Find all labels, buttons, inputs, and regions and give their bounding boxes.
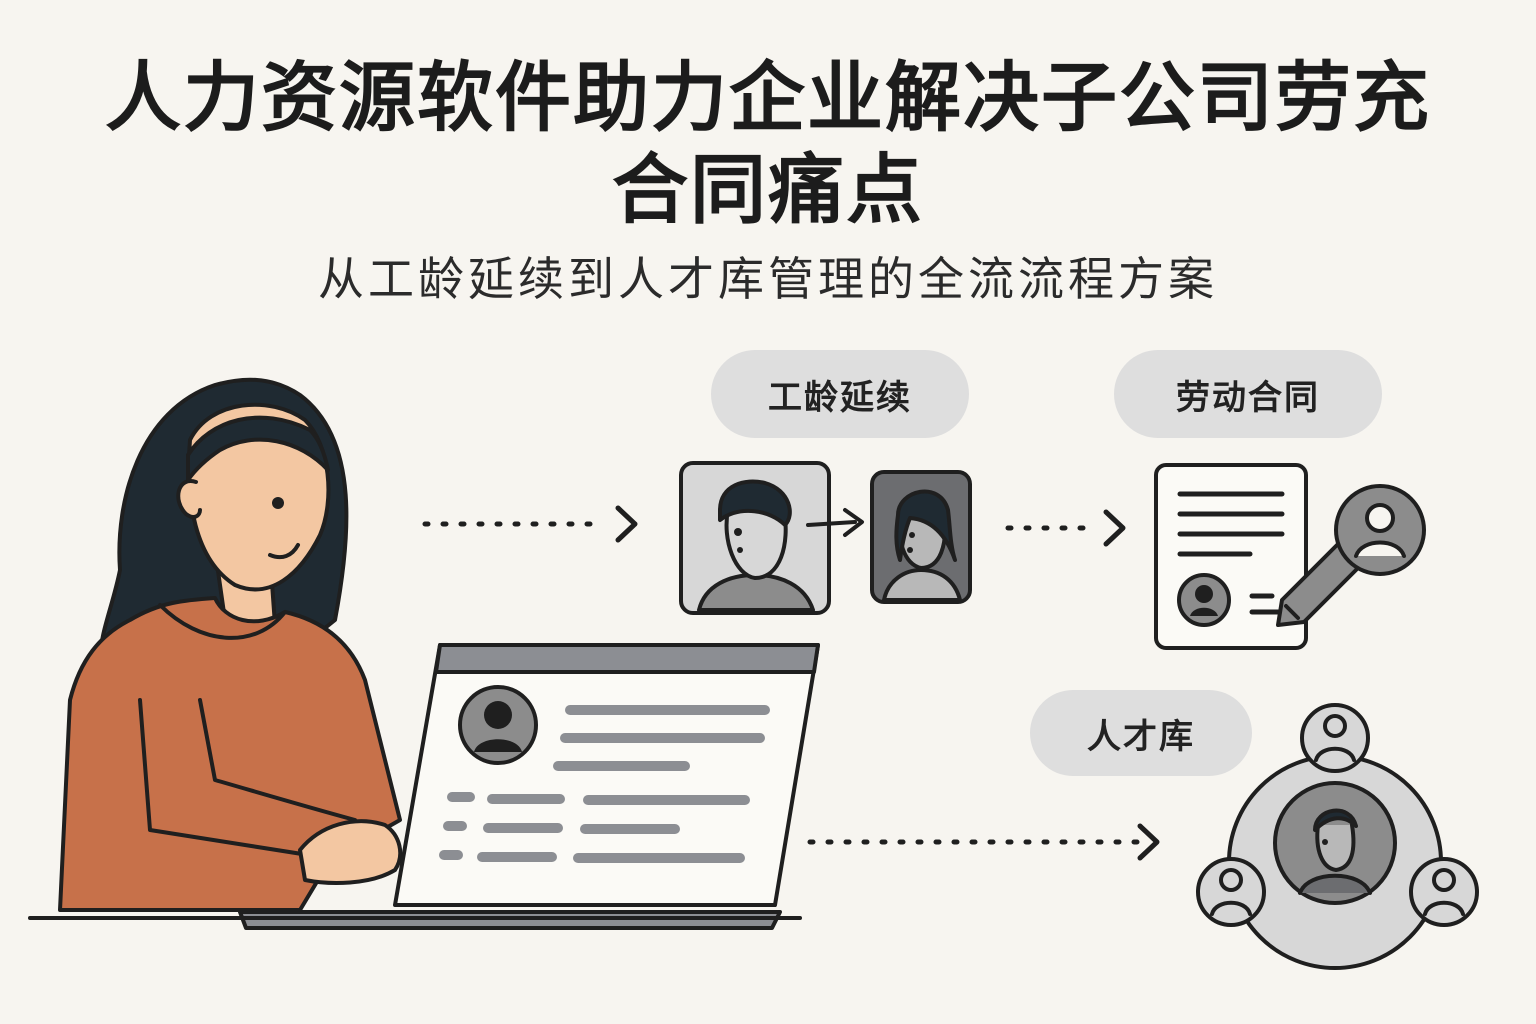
talent-pool-label: 人才库 [1030, 690, 1252, 776]
seniority-cards [679, 461, 972, 615]
talent-pool-network [1196, 703, 1479, 970]
laptop-illustration [28, 643, 820, 930]
title-line-1: 人力资源软件助力企业解决子公司劳充 [105, 53, 1431, 142]
contract-label: 劳动合同 [1114, 350, 1382, 438]
seniority-label: 工龄延续 [711, 350, 969, 438]
title-line-2: 合同痛点 [612, 145, 924, 234]
contract-document [1154, 463, 1426, 650]
woman-illustration [58, 377, 403, 912]
flow-arrows [422, 505, 1160, 861]
subtitle: 从工龄延续到人才库管理的全流流程方案 [318, 252, 1218, 306]
